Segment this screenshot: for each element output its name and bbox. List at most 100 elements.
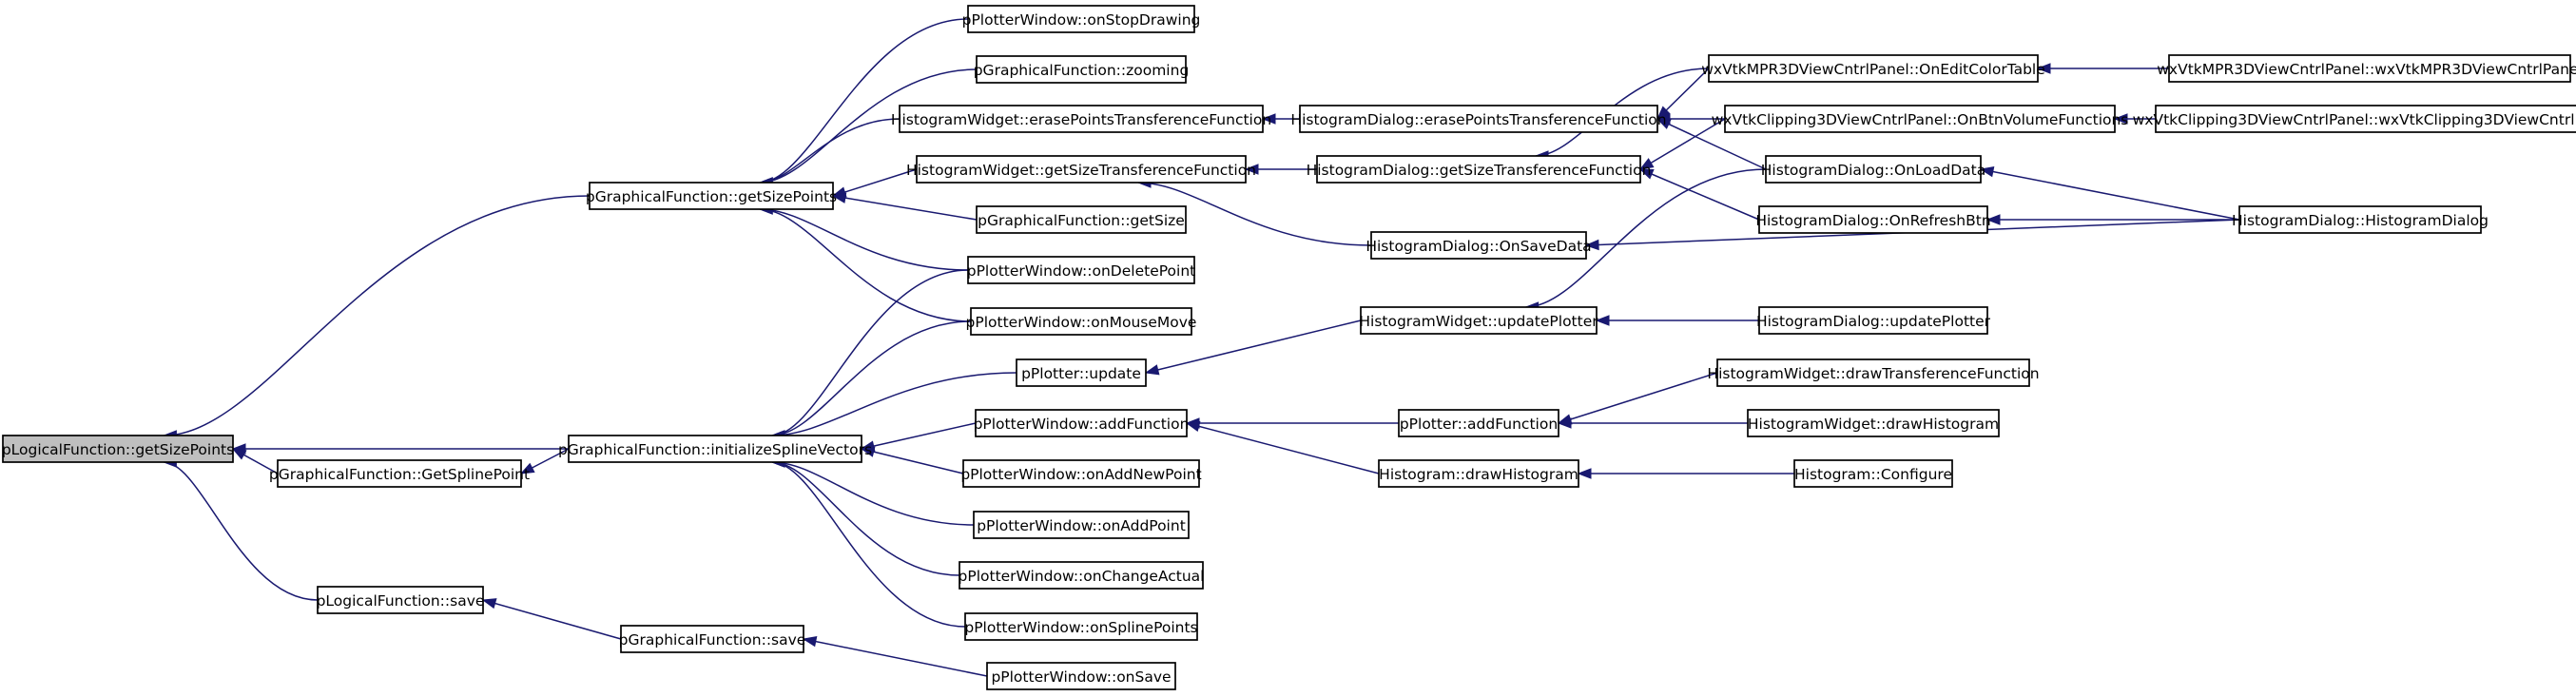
function-node[interactable]: pGraphicalFunction::initializeSplineVect… — [558, 435, 872, 463]
node-label: pPlotterWindow::onSplinePoints — [964, 619, 1197, 636]
node-label: pPlotterWindow::onAddPoint — [977, 517, 1186, 534]
arrow-head-icon — [1595, 315, 1610, 326]
function-node[interactable]: pPlotterWindow::onSave — [986, 662, 1176, 690]
call-edge — [164, 461, 319, 601]
node-label: pGraphicalFunction::zooming — [974, 62, 1190, 79]
function-node[interactable]: wxVtkMPR3DViewCntrlPanel::OnEditColorTab… — [1701, 54, 2045, 83]
node-box — [1747, 409, 2000, 437]
call-edge — [760, 68, 978, 184]
function-node[interactable]: Histogram::Configure — [1793, 459, 1953, 488]
node-label: HistogramDialog::erasePointsTransference… — [1290, 111, 1666, 128]
function-node[interactable]: pPlotterWindow::onSplinePoints — [964, 612, 1198, 641]
arrow-head-icon — [1584, 239, 1599, 251]
node-box — [916, 155, 1247, 184]
call-edge — [771, 461, 966, 628]
node-box — [1758, 205, 1988, 234]
function-node[interactable]: HistogramDialog::getSizeTransferenceFunc… — [1307, 155, 1652, 184]
function-node[interactable]: pPlotter::addFunction — [1398, 409, 1559, 437]
node-label: pPlotter::addFunction — [1400, 416, 1558, 433]
node-label: HistogramWidget::updatePlotter — [1359, 313, 1598, 330]
function-node[interactable]: pPlotter::update — [1016, 358, 1147, 387]
call-edge — [760, 118, 901, 184]
arrow-head-icon — [1979, 165, 1995, 178]
call-edge — [1980, 168, 2240, 221]
function-node[interactable]: pPlotterWindow::onAddNewPoint — [960, 459, 1202, 488]
function-node[interactable]: HistogramWidget::drawHistogram — [1747, 409, 2000, 437]
call-edge — [1558, 372, 1718, 424]
node-label: pPlotterWindow::onStopDrawing — [962, 11, 1201, 29]
function-node[interactable]: HistogramWidget::getSizeTransferenceFunc… — [906, 155, 1256, 184]
function-node[interactable]: pPlotterWindow::onDeletePoint — [967, 256, 1195, 284]
function-node[interactable]: pGraphicalFunction::getSize — [976, 205, 1187, 234]
node-box — [2, 435, 234, 463]
arrow-head-icon — [1638, 158, 1655, 170]
arrow-head-icon — [481, 598, 497, 610]
function-node[interactable]: pPlotterWindow::onAddPoint — [973, 511, 1190, 539]
node-box — [1299, 105, 1658, 133]
function-node[interactable]: pGraphicalFunction::zooming — [974, 55, 1190, 84]
arrow-head-icon — [860, 446, 876, 457]
function-node[interactable]: Histogram::drawHistogram — [1378, 459, 1579, 488]
function-node[interactable]: HistogramWidget::drawTransferenceFunctio… — [1707, 358, 2040, 387]
function-node[interactable]: HistogramDialog::HistogramDialog — [2232, 205, 2489, 234]
function-node[interactable]: pLogicalFunction::save — [317, 586, 485, 614]
call-edge — [1656, 118, 1767, 170]
call-edge — [861, 422, 977, 450]
call-edge — [832, 168, 918, 197]
call-edge — [760, 18, 969, 184]
node-label: wxVtkMPR3DViewCntrlPanel::OnEditColorTab… — [1701, 61, 2045, 78]
node-label: HistogramDialog::OnLoadData — [1761, 162, 1985, 179]
arrow-head-icon — [519, 462, 535, 474]
function-node[interactable]: HistogramDialog::updatePlotter — [1756, 306, 1991, 335]
function-node[interactable]: HistogramWidget::erasePointsTransference… — [891, 105, 1271, 133]
function-node[interactable]: wxVtkClipping3DViewCntrlPanel::OnBtnVolu… — [1712, 105, 2129, 133]
node-label: pLogicalFunction::save — [317, 592, 485, 610]
arrow-head-icon — [1185, 420, 1201, 432]
node-label: pPlotterWindow::onMouseMove — [966, 314, 1197, 331]
function-node[interactable]: pLogicalFunction::getSizePoints — [2, 435, 234, 463]
node-box — [1316, 155, 1641, 184]
function-node[interactable]: wxVtkClipping3DViewCntrlPanel::wxVtkClip… — [2133, 105, 2576, 133]
function-node[interactable]: pGraphicalFunction::getSizePoints — [586, 182, 837, 210]
call-edge — [760, 208, 969, 271]
function-node[interactable]: pPlotterWindow::addFunction — [974, 409, 1190, 437]
call-edge — [861, 448, 964, 474]
node-box — [589, 182, 834, 210]
node-label: HistogramDialog::getSizeTransferenceFunc… — [1307, 162, 1652, 179]
node-label: pPlotterWindow::onChangeActual — [959, 568, 1205, 585]
arrow-head-icon — [2036, 63, 2051, 74]
node-label: pPlotter::update — [1021, 365, 1141, 382]
function-node[interactable]: HistogramDialog::OnSaveData — [1365, 231, 1592, 260]
function-node[interactable]: HistogramWidget::updatePlotter — [1359, 306, 1598, 335]
node-label: HistogramWidget::drawHistogram — [1748, 416, 1999, 433]
function-node[interactable]: pPlotterWindow::onChangeActual — [959, 561, 1205, 590]
function-node[interactable]: HistogramDialog::OnLoadData — [1761, 155, 1985, 184]
arrow-head-icon — [1656, 118, 1672, 129]
function-node[interactable]: HistogramDialog::OnRefreshBtn — [1755, 205, 1991, 234]
node-box — [976, 55, 1187, 84]
arrow-head-icon — [802, 636, 818, 648]
node-box — [986, 662, 1176, 690]
arrow-head-icon — [831, 192, 847, 203]
node-box — [1378, 459, 1579, 488]
node-box — [620, 625, 804, 653]
call-edge — [832, 195, 978, 221]
function-node[interactable]: pPlotterWindow::onStopDrawing — [962, 5, 1201, 33]
function-node[interactable]: pPlotterWindow::onMouseMove — [966, 307, 1197, 336]
node-label: pGraphicalFunction::save — [619, 631, 806, 649]
node-label: pPlotterWindow::onAddNewPoint — [960, 466, 1201, 483]
arrow-head-icon — [1244, 164, 1259, 175]
function-node[interactable]: pGraphicalFunction::GetSplinePoint — [269, 459, 530, 488]
node-label: HistogramWidget::getSizeTransferenceFunc… — [906, 162, 1256, 179]
node-label: pGraphicalFunction::getSize — [978, 212, 1185, 229]
node-label: pPlotterWindow::addFunction — [974, 416, 1190, 433]
node-box — [1724, 105, 2116, 133]
function-node[interactable]: wxVtkMPR3DViewCntrlPanel::wxVtkMPR3DView… — [2157, 54, 2576, 83]
function-node[interactable]: pGraphicalFunction::save — [619, 625, 806, 653]
node-box — [1765, 155, 1982, 184]
call-graph-edges — [163, 18, 2240, 677]
function-node[interactable]: HistogramDialog::erasePointsTransference… — [1290, 105, 1667, 133]
call-edge — [1639, 118, 1726, 170]
call-edge — [482, 599, 622, 640]
node-box — [1793, 459, 1953, 488]
